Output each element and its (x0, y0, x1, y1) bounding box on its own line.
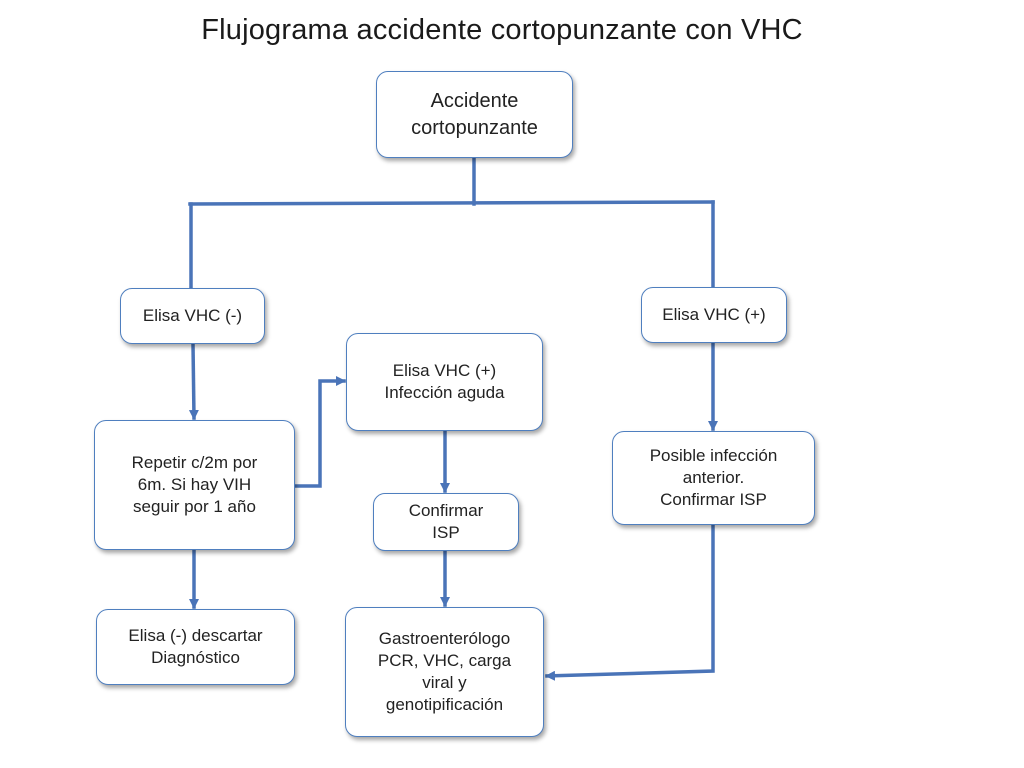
connector-branch-bar (188, 200, 715, 206)
node-posible-infeccion: Posible infección anterior. Confirmar IS… (612, 431, 815, 525)
arrow-to-infeccion-aguda (293, 376, 346, 488)
node-repetir: Repetir c/2m por 6m. Si hay VIH seguir p… (94, 420, 295, 550)
node-elisa-vhc-positivo: Elisa VHC (+) (641, 287, 787, 343)
node-confirmar-isp: Confirmar ISP (373, 493, 519, 551)
node-gastroenterologo: Gastroenterólogo PCR, VHC, carga viral y… (345, 607, 544, 737)
node-elisa-vhc-negativo: Elisa VHC (-) (120, 288, 265, 344)
arrow-to-repetir (188, 342, 199, 420)
arrow-posible-to-gastroenterologo (545, 523, 715, 681)
node-descartar-diagnostico: Elisa (-) descartar Diagnóstico (96, 609, 295, 685)
node-infeccion-aguda: Elisa VHC (+) Infección aguda (346, 333, 543, 431)
diagram-title: Flujograma accidente cortopunzante con V… (201, 14, 803, 46)
node-accidente-cortopunzante: Accidente cortopunzante (376, 71, 573, 158)
